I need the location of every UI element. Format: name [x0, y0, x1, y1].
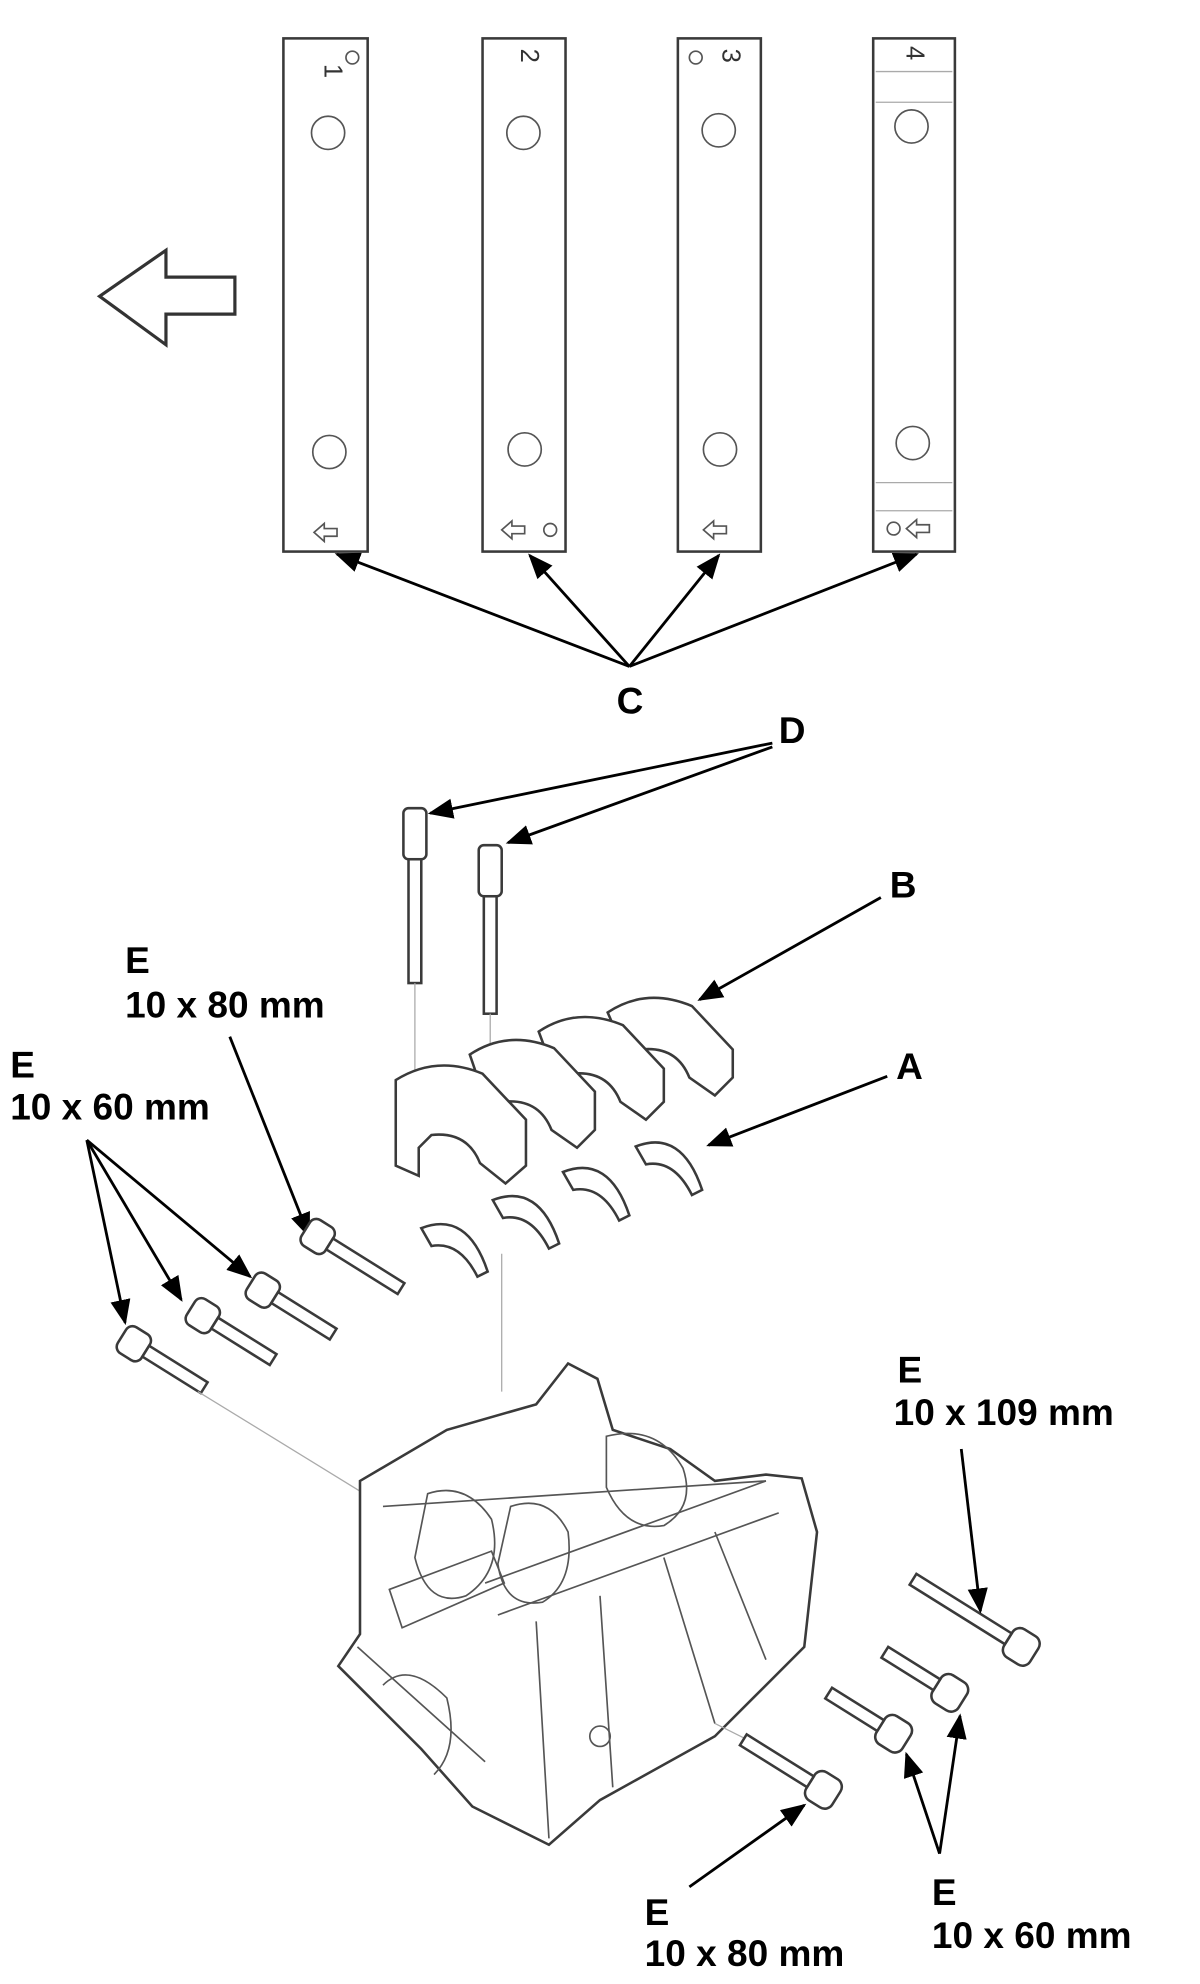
engine-block [336, 1361, 819, 1847]
bearing-cap-bolt [477, 843, 503, 1047]
label-d: D [779, 709, 806, 751]
bar-number: 3 [717, 49, 745, 63]
bar-number: 1 [318, 64, 346, 78]
bearing-caps [394, 996, 735, 1186]
bar-1: 1 [282, 37, 369, 553]
label-a: A [896, 1045, 923, 1087]
label-e-60-left-letter: E [10, 1044, 35, 1086]
label-e-80-left-letter: E [125, 939, 150, 981]
label-e-109-size: 10 x 109 mm [894, 1391, 1114, 1433]
label-e-80-left-size: 10 x 80 mm [125, 984, 325, 1026]
label-e-80-bottom-letter: E [645, 1891, 670, 1933]
side-bolts-right [738, 1572, 1041, 1810]
label-c-leaders [334, 552, 919, 668]
bar-4: 4 [871, 37, 957, 553]
label-e-80-bottom-size: 10 x 80 mm [645, 1932, 845, 1974]
label-c: C [617, 680, 644, 722]
bar-2: 2 [481, 37, 567, 553]
bar-number: 2 [515, 49, 543, 63]
bearing-halves [419, 1141, 704, 1392]
bearing-cap-bolt [402, 806, 428, 1086]
bar-number: 4 [900, 46, 928, 60]
label-e-60-bottom-letter: E [932, 1871, 957, 1913]
bar-3: 3 [676, 37, 763, 553]
side-bolts-left [115, 1217, 407, 1492]
label-b: B [890, 864, 917, 906]
label-e-60-bottom-size: 10 x 60 mm [932, 1914, 1132, 1956]
label-e-109-letter: E [897, 1349, 922, 1391]
label-e-60-left-size: 10 x 60 mm [10, 1086, 210, 1128]
front-arrow-left-icon [96, 247, 237, 348]
